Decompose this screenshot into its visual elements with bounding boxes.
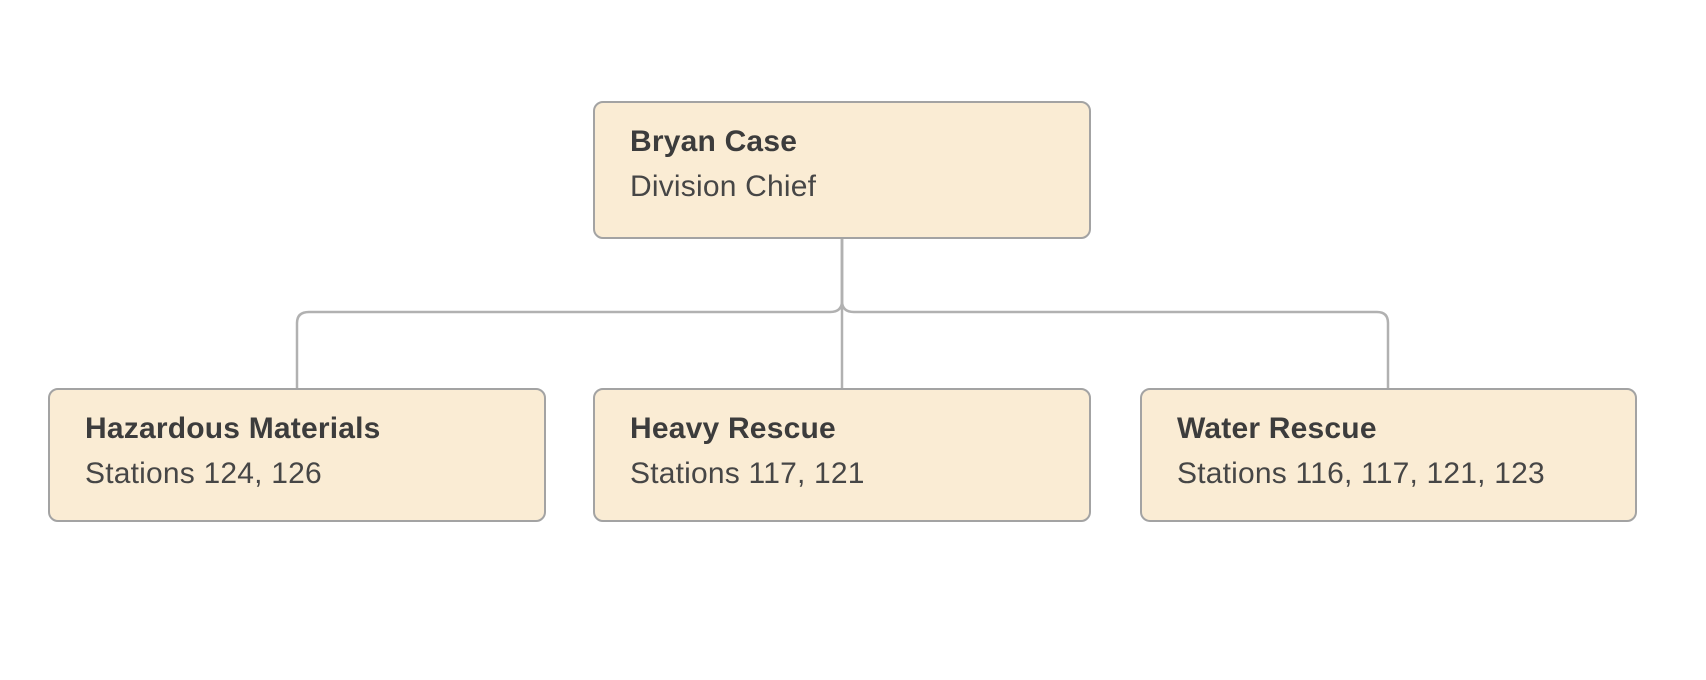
- node-subtitle: Stations 117, 121: [630, 457, 865, 490]
- org-node-water-rescue[interactable]: Water Rescue Stations 116, 117, 121, 123: [1140, 388, 1637, 522]
- node-subtitle: Stations 124, 126: [85, 457, 322, 490]
- connector-left-branch: [295, 239, 844, 388]
- node-name: Water Rescue: [1177, 412, 1377, 445]
- node-subtitle: Stations 116, 117, 121, 123: [1177, 457, 1545, 490]
- org-node-root[interactable]: Bryan Case Division Chief: [593, 101, 1091, 239]
- connector-right-branch: [840, 239, 1390, 388]
- node-name: Bryan Case: [630, 125, 798, 158]
- org-node-hazardous-materials[interactable]: Hazardous Materials Stations 124, 126: [48, 388, 546, 522]
- node-name: Heavy Rescue: [630, 412, 836, 445]
- org-node-heavy-rescue[interactable]: Heavy Rescue Stations 117, 121: [593, 388, 1091, 522]
- node-name: Hazardous Materials: [85, 412, 381, 445]
- node-subtitle: Division Chief: [630, 170, 817, 203]
